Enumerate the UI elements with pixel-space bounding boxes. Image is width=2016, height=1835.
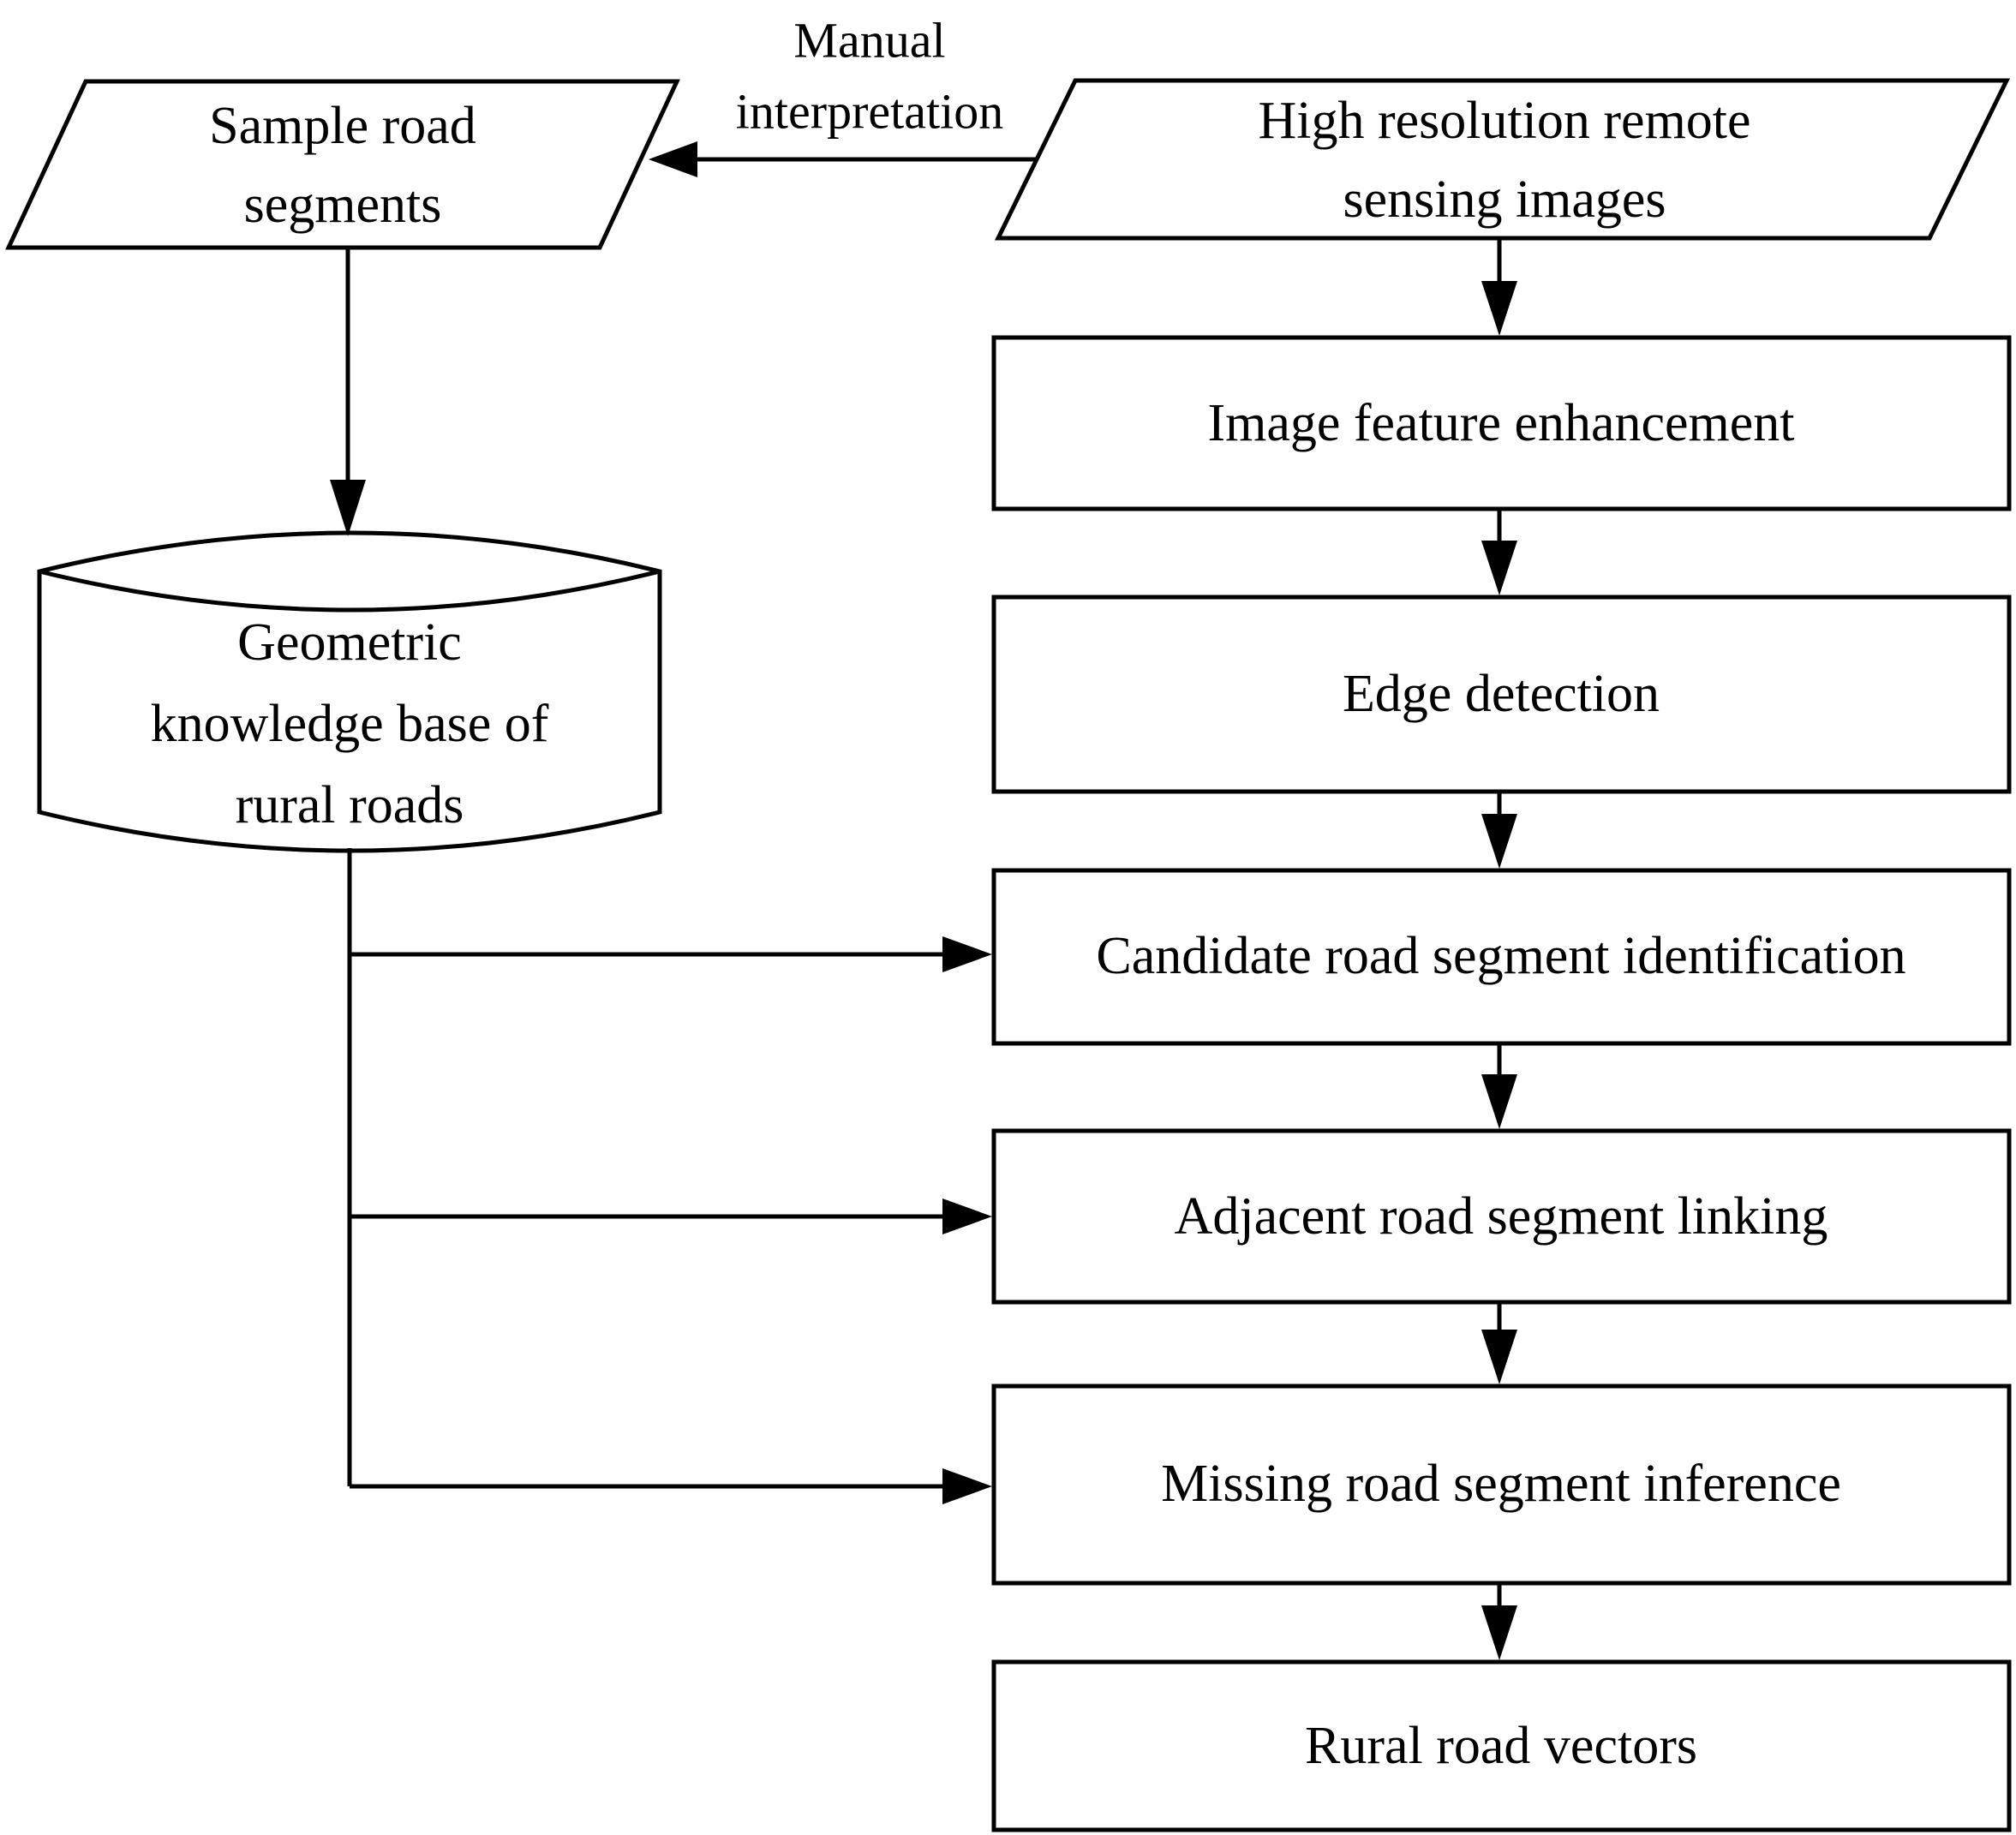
- parallelogram-high-resolution-images: [994, 78, 2011, 241]
- arrow-enhancement-to-edge-detection-head: [1481, 541, 1517, 595]
- label-sample-road-segments-line2: segments: [244, 176, 442, 234]
- label-edge-detection: Edge detection: [1343, 665, 1660, 723]
- box-rural-road-vectors: [991, 1659, 2012, 1832]
- label-geometric-knowledge-base: Geometric knowledge base of rural roads: [151, 613, 549, 834]
- arrow-missing-to-vectors: [1481, 1583, 1517, 1660]
- arrow-images-to-enhancement-head: [1481, 281, 1517, 336]
- arrow-knowledge-base-to-missing-head: [942, 1468, 992, 1504]
- arrow-samples-to-knowledge-base: [330, 248, 366, 536]
- label-high-resolution-images-line1: High resolution remote: [1258, 92, 1750, 150]
- label-sample-road-segments-line1: Sample road: [209, 97, 476, 155]
- label-candidate-road-segment-identification: Candidate road segment identification: [1096, 927, 1905, 985]
- cylinder-geometric-knowledge-base: [37, 530, 662, 853]
- label-image-feature-enhancement: Image feature enhancement: [1207, 394, 1794, 452]
- arrow-images-to-enhancement: [1481, 238, 1517, 336]
- arrow-knowledge-base-to-candidate: [350, 936, 992, 972]
- arrow-edge-detection-to-candidate-head: [1481, 814, 1517, 869]
- arrow-adjacent-to-missing: [1481, 1302, 1517, 1384]
- parallelogram-sample-road-segments: [5, 79, 680, 250]
- label-geometric-knowledge-base-line1: Geometric: [237, 613, 462, 672]
- label-manual-interpretation-line1: Manual: [793, 13, 945, 69]
- label-rural-road-vectors: Rural road vectors: [1305, 1717, 1697, 1775]
- arrow-adjacent-to-missing-head: [1481, 1330, 1517, 1384]
- arrow-enhancement-to-edge-detection: [1481, 509, 1517, 595]
- cylinder-top-inner-arc: [39, 569, 661, 613]
- arrow-candidate-to-adjacent: [1481, 1043, 1517, 1129]
- arrow-missing-to-vectors-head: [1481, 1605, 1517, 1660]
- arrow-knowledge-base-to-adjacent-head: [942, 1198, 992, 1234]
- arrow-knowledge-base-to-missing: [350, 1468, 992, 1504]
- label-sample-road-segments: Sample road segments: [209, 97, 476, 234]
- arrow-edge-detection-to-candidate: [1481, 792, 1517, 869]
- arrow-manual-interpretation-head: [649, 141, 697, 177]
- box-image-feature-enhancement: [991, 335, 2012, 511]
- label-geometric-knowledge-base-line2: knowledge base of: [151, 695, 549, 753]
- arrow-knowledge-base-to-adjacent: [350, 1198, 992, 1234]
- arrow-samples-to-knowledge-base-head: [330, 480, 366, 536]
- label-manual-interpretation-line2: interpretation: [736, 84, 1003, 140]
- label-adjacent-road-segment-linking: Adjacent road segment linking: [1175, 1187, 1828, 1246]
- label-high-resolution-images-line2: sensing images: [1343, 170, 1666, 229]
- label-high-resolution-images: High resolution remote sensing images: [1258, 92, 1750, 229]
- arrow-candidate-to-adjacent-head: [1481, 1074, 1517, 1129]
- label-manual-interpretation: Manual interpretation: [736, 13, 1003, 140]
- arrow-manual-interpretation: [649, 141, 1038, 177]
- label-geometric-knowledge-base-line3: rural roads: [236, 776, 464, 834]
- label-missing-road-segment-inference: Missing road segment inference: [1161, 1455, 1841, 1513]
- arrow-knowledge-base-to-candidate-head: [942, 936, 992, 972]
